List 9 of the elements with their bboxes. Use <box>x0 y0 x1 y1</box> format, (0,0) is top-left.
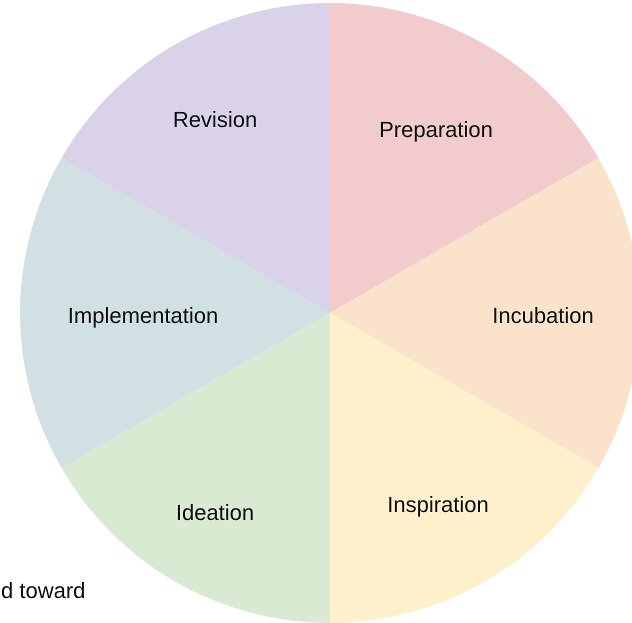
segment-label: Preparation <box>379 117 493 143</box>
segment-label: Revision <box>172 107 258 133</box>
segment-label: Implementation <box>68 303 218 329</box>
segment-label: Incubation <box>492 303 594 329</box>
pie-segment <box>20 158 330 468</box>
segment-label: Ideation <box>176 500 254 526</box>
pie-segment <box>330 158 632 468</box>
note-text: d toward <box>1 578 86 604</box>
segment-label: Inspiration <box>387 492 489 518</box>
